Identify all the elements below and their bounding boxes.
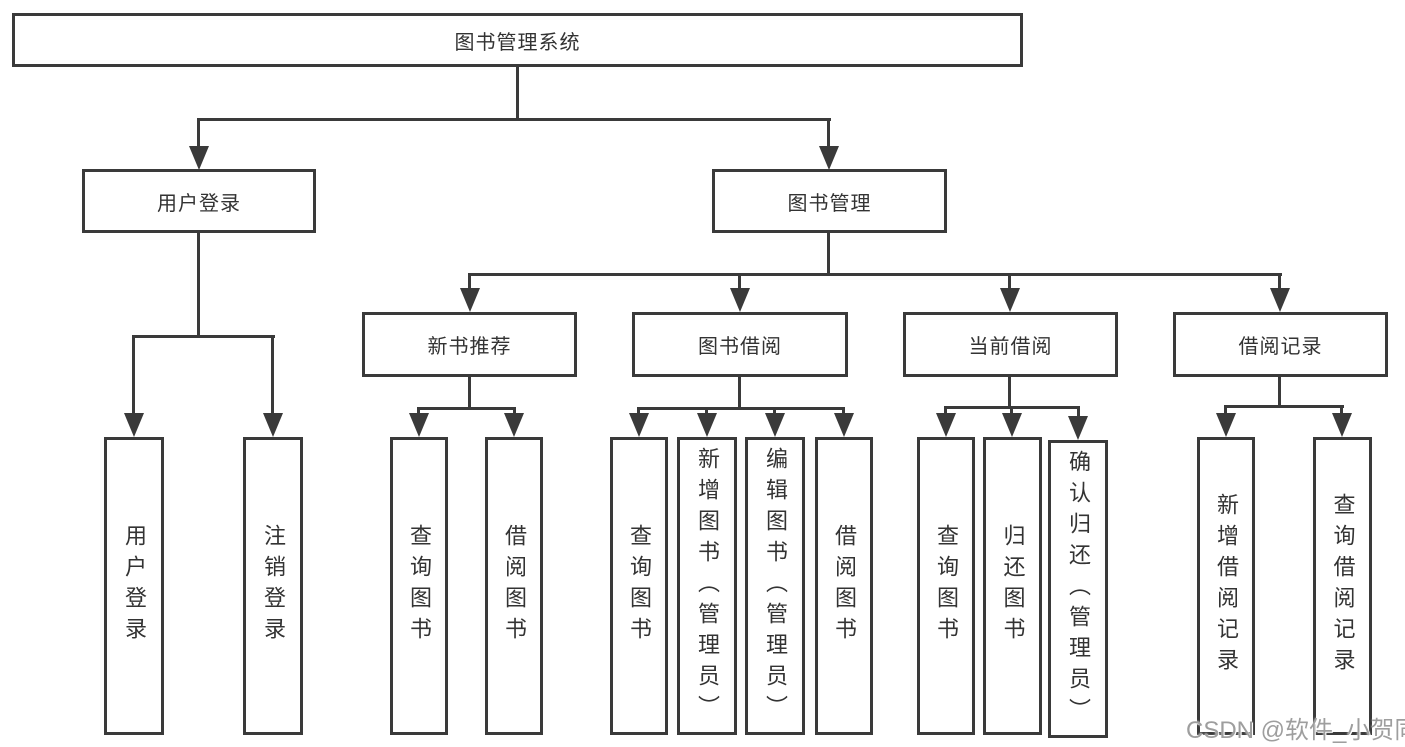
- leaf-logout-label: 注销登录: [261, 524, 286, 648]
- arrow-down-icon: [1332, 413, 1352, 437]
- leaf-query-borrow-record: 查询借阅记录: [1313, 437, 1372, 735]
- connector-level2-rail: [197, 118, 831, 121]
- node-root-label: 图书管理系统: [454, 31, 581, 54]
- connector-drop-borrowing-records: [1278, 273, 1281, 291]
- leaf-confirm-return-admin: 确认归还（管理员）: [1048, 440, 1108, 738]
- csdn-watermark: CSDN @软件_小贺同学: [1186, 717, 1405, 744]
- connector-user-login-trunk: [197, 233, 200, 337]
- leaf-add-book-admin-label: 新增图书（管理员）: [695, 446, 720, 726]
- leaf-borrow-books-borrowing: 借阅图书: [815, 437, 873, 735]
- arrow-down-icon: [409, 413, 429, 437]
- connector-new-book-recommend-rail: [417, 407, 516, 410]
- connector-drop: [1224, 405, 1227, 417]
- connector-drop: [1077, 406, 1080, 417]
- leaf-query-books-borrowing: 查询图书: [610, 437, 668, 735]
- arrow-down-icon: [819, 146, 839, 170]
- connector-root-trunk: [516, 67, 519, 120]
- leaf-return-books: 归还图书: [983, 437, 1042, 735]
- leaf-user-login-label: 用户登录: [122, 524, 147, 648]
- connector-level3-rail: [468, 273, 1282, 276]
- arrow-down-icon: [936, 413, 956, 437]
- connector-drop: [637, 407, 640, 417]
- connector-drop: [773, 407, 776, 417]
- connector-drop: [1340, 405, 1343, 417]
- node-book-borrowing-label: 图书借阅: [698, 336, 782, 358]
- node-borrowing-records: 借阅记录: [1173, 312, 1388, 377]
- node-user-login: 用户登录: [82, 169, 316, 233]
- connector-book-borrowing-trunk: [738, 377, 741, 409]
- leaf-borrow-books-borrowing-label: 借阅图书: [832, 524, 857, 648]
- leaf-query-books-current: 查询图书: [917, 437, 975, 735]
- connector-drop: [417, 407, 420, 417]
- connector-borrowing-records-trunk: [1278, 377, 1281, 407]
- node-current-borrowing-label: 当前借阅: [968, 336, 1053, 358]
- leaf-return-books-label: 归还图书: [1000, 524, 1026, 648]
- arrow-down-icon: [1270, 288, 1290, 312]
- connector-drop: [513, 407, 516, 417]
- node-user-login-label: 用户登录: [157, 192, 241, 215]
- connector-drop-new-book-recommend: [468, 273, 471, 291]
- connector-drop-book-borrowing: [738, 273, 741, 291]
- leaf-logout: 注销登录: [243, 437, 303, 735]
- node-borrowing-records-label: 借阅记录: [1238, 336, 1323, 358]
- connector-drop-book-management: [827, 118, 830, 148]
- node-current-borrowing: 当前借阅: [903, 312, 1118, 377]
- node-book-management: 图书管理: [712, 169, 947, 233]
- arrow-down-icon: [1068, 416, 1088, 440]
- arrow-down-icon: [189, 146, 209, 170]
- connector-drop: [944, 406, 947, 417]
- connector-drop-leaf-logout: [271, 335, 274, 415]
- arrow-down-icon: [834, 413, 854, 437]
- connector-drop: [842, 407, 845, 417]
- leaf-borrow-books-recommend: 借阅图书: [485, 437, 543, 735]
- leaf-confirm-return-admin-label: 确认归还（管理员）: [1066, 449, 1091, 729]
- leaf-borrow-books-recommend-label: 借阅图书: [502, 524, 527, 648]
- connector-book-borrowing-rail: [637, 407, 845, 410]
- connector-book-management-trunk: [827, 233, 830, 275]
- arrow-down-icon: [629, 413, 649, 437]
- leaf-add-book-admin: 新增图书（管理员）: [677, 437, 737, 735]
- connector-drop: [1010, 406, 1013, 417]
- arrow-down-icon: [460, 288, 480, 312]
- connector-current-borrowing-trunk: [1008, 377, 1011, 408]
- leaf-query-books-borrowing-label: 查询图书: [627, 524, 652, 648]
- leaf-query-books-recommend-label: 查询图书: [407, 524, 432, 648]
- node-root: 图书管理系统: [12, 13, 1023, 67]
- arrow-down-icon: [504, 413, 524, 437]
- connector-drop-leaf-user-login: [132, 335, 135, 415]
- arrow-down-icon: [124, 413, 144, 437]
- connector-drop-user-login: [197, 118, 200, 148]
- arrow-down-icon: [697, 413, 717, 437]
- leaf-edit-book-admin-label: 编辑图书（管理员）: [763, 446, 788, 726]
- node-new-book-recommend: 新书推荐: [362, 312, 577, 377]
- connector-drop: [705, 407, 708, 417]
- connector-drop-current-borrowing: [1008, 273, 1011, 291]
- leaf-query-books-current-label: 查询图书: [934, 524, 959, 648]
- leaf-add-borrow-record: 新增借阅记录: [1197, 437, 1255, 735]
- connector-new-book-recommend-trunk: [468, 377, 471, 409]
- connector-user-login-rail: [132, 335, 275, 338]
- arrow-down-icon: [765, 413, 785, 437]
- arrow-down-icon: [263, 413, 283, 437]
- leaf-query-borrow-record-label: 查询借阅记录: [1330, 493, 1356, 679]
- arrow-down-icon: [1000, 288, 1020, 312]
- leaf-user-login: 用户登录: [104, 437, 164, 735]
- arrow-down-icon: [730, 288, 750, 312]
- connector-borrowing-records-rail: [1224, 405, 1344, 408]
- arrow-down-icon: [1002, 413, 1022, 437]
- leaf-edit-book-admin: 编辑图书（管理员）: [745, 437, 805, 735]
- leaf-add-borrow-record-label: 新增借阅记录: [1214, 493, 1239, 679]
- arrow-down-icon: [1216, 413, 1236, 437]
- node-book-borrowing: 图书借阅: [632, 312, 848, 377]
- node-book-management-label: 图书管理: [787, 192, 872, 215]
- leaf-query-books-recommend: 查询图书: [390, 437, 448, 735]
- node-new-book-recommend-label: 新书推荐: [427, 336, 512, 358]
